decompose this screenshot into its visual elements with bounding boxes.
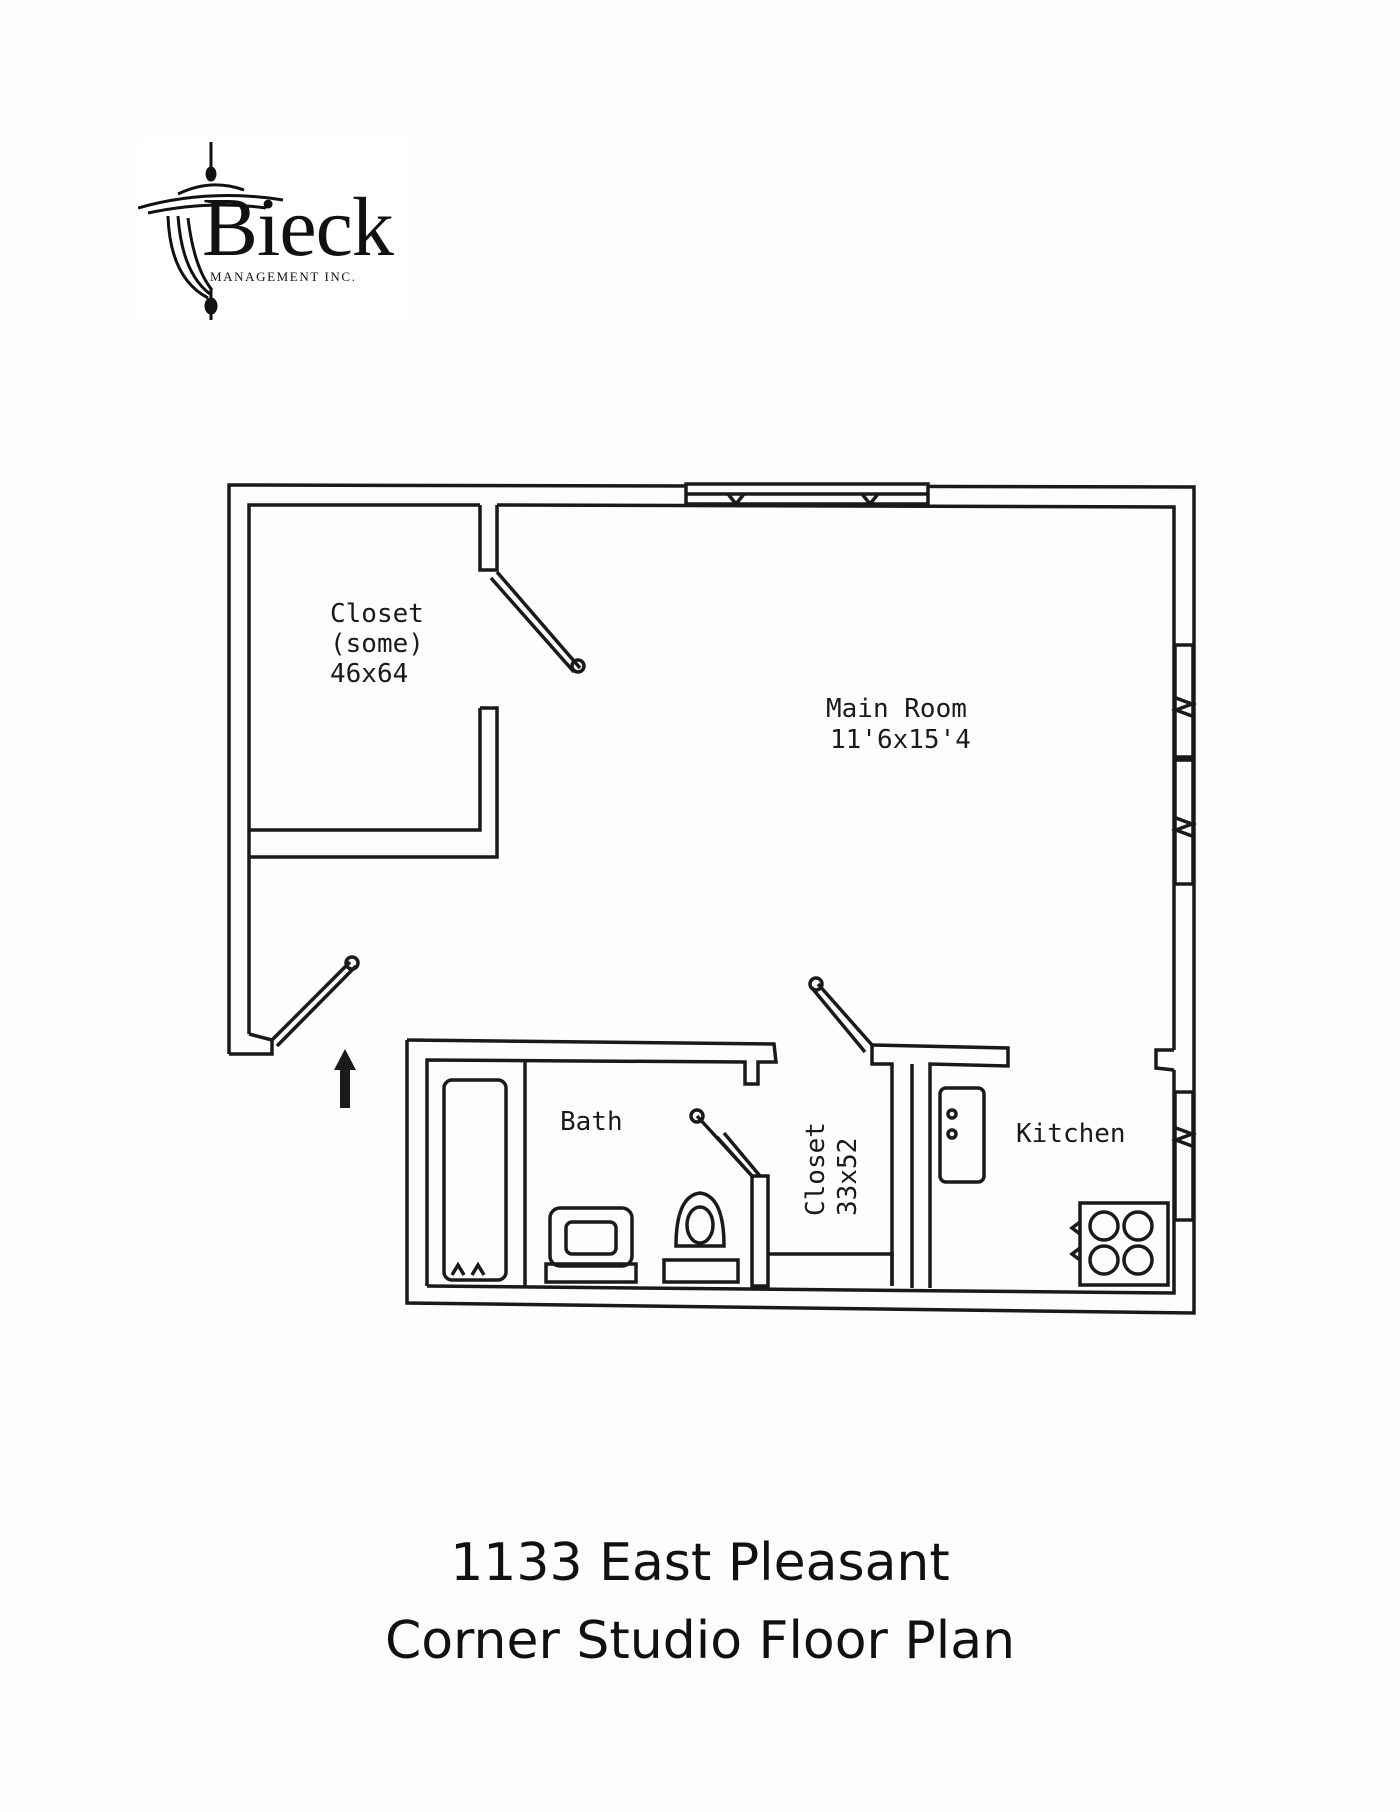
sink-icon bbox=[544, 1206, 638, 1284]
caption-title: Corner Studio Floor Plan bbox=[384, 1611, 1016, 1671]
bath-label: Bath bbox=[560, 1107, 623, 1137]
caption-address: 1133 East Pleasant bbox=[450, 1533, 950, 1593]
logo-wordmark: Bieck bbox=[202, 181, 394, 274]
closet-large-label: Closet bbox=[330, 599, 424, 629]
closet-small-size: 33x52 bbox=[833, 1138, 863, 1216]
main-room-label: Main Room bbox=[826, 694, 967, 724]
entry-door bbox=[229, 955, 360, 1056]
closet-large-note: (some) bbox=[330, 629, 424, 659]
bathtub-icon bbox=[442, 1078, 508, 1282]
kitchen-sink-icon bbox=[938, 1086, 986, 1184]
entry-arrow-icon bbox=[334, 1049, 356, 1108]
closet-small-label: Closet bbox=[801, 1122, 831, 1216]
toilet-icon bbox=[662, 1191, 740, 1284]
top-window bbox=[684, 482, 930, 507]
logo-tagline: MANAGEMENT INC. bbox=[210, 269, 357, 284]
company-logo: Bieck MANAGEMENT INC. bbox=[138, 138, 410, 323]
main-room-size: 11'6x15'4 bbox=[830, 725, 971, 755]
spire-emblem-icon bbox=[138, 142, 284, 320]
closet-large-size: 46x64 bbox=[330, 659, 408, 689]
right-windows bbox=[1171, 643, 1197, 1222]
kitchen-label: Kitchen bbox=[1016, 1119, 1126, 1149]
interior-walls bbox=[406, 976, 1175, 1288]
stove-icon bbox=[1069, 1201, 1170, 1287]
large-closet-walls bbox=[249, 505, 586, 859]
